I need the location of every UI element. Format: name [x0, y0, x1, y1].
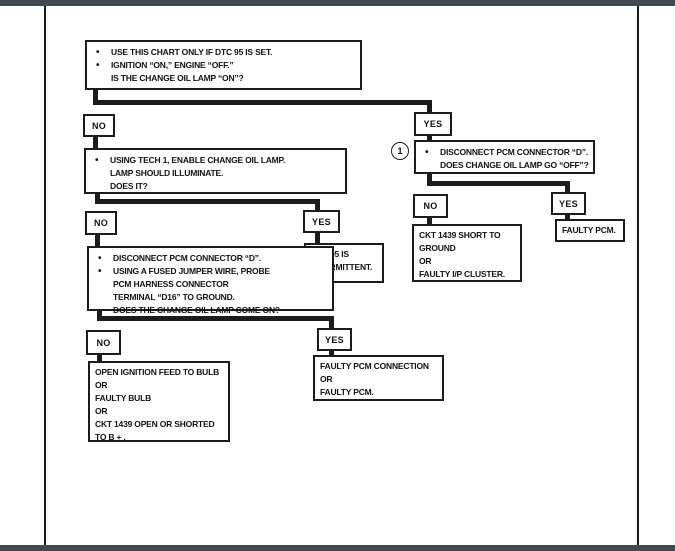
flow-text-line: INTERMITTENT.: [311, 262, 373, 272]
connector-line: [427, 136, 432, 141]
connector-line: [315, 233, 320, 244]
flow-text-line: PCM HARNESS CONNECTOR: [113, 279, 229, 289]
flow-text-line: CKT 1439 SHORT TO: [419, 230, 501, 240]
connector-line: [95, 235, 100, 247]
connector-line: [97, 355, 102, 362]
connector-line: [93, 90, 98, 103]
flow-text-line: FAULTY PCM.: [562, 225, 616, 235]
connector-line: [427, 218, 432, 225]
flow-text-line: FAULTY BULB: [95, 393, 152, 403]
flow-text-line: DISCONNECT PCM CONNECTOR “D”.: [425, 146, 589, 159]
flow-text-line: USING A FUSED JUMPER WIRE, PROBE: [98, 265, 328, 278]
flow-text-line: LAMP SHOULD ILLUMINATE.: [110, 168, 224, 178]
connector-line: [427, 100, 432, 112]
flow-node-faulty-pcm: FAULTY PCM.: [555, 219, 625, 242]
connector-line: [329, 350, 334, 356]
flow-text-line: GROUND: [419, 243, 456, 253]
connector-line: [95, 199, 320, 204]
flow-text-line: FAULTY PCM CONNECTION: [320, 361, 429, 371]
flow-text-line: OR: [95, 406, 108, 416]
flow-node-open-ignition-feed: OPEN IGNITION FEED TO BULB OR FAULTY BUL…: [88, 361, 230, 442]
flow-text-line: DOES IT?: [110, 181, 148, 191]
connector-line: [427, 173, 432, 184]
flow-text-line: FAULTY PCM.: [320, 387, 374, 397]
decision-no-4: NO: [86, 330, 121, 355]
page-left-rule: [44, 6, 46, 545]
connector-line: [565, 181, 570, 192]
flow-node-jumper-probe: DISCONNECT PCM CONNECTOR “D”. USING A FU…: [87, 246, 334, 315]
flow-node-faulty-pcm-connection: FAULTY PCM CONNECTION OR FAULTY PCM.: [313, 355, 444, 401]
connector-line: [565, 215, 570, 220]
flow-node-start: USE THIS CHART ONLY IF DTC 95 IS SET. IG…: [85, 40, 362, 90]
flow-text-line: TERMINAL “D16” TO GROUND.: [113, 292, 235, 302]
page-right-rule: [637, 6, 639, 545]
decision-yes-4: YES: [317, 328, 352, 351]
flow-text-line: OR: [419, 256, 432, 266]
page-bottom-rule: [0, 545, 675, 551]
flow-text-line: OR: [320, 374, 333, 384]
flow-text-line: DOES CHANGE OIL LAMP GO “OFF”?: [440, 160, 589, 170]
flow-text-line: CKT 1439 OPEN OR SHORTED: [95, 419, 215, 429]
connector-line: [97, 316, 334, 321]
connector-line: [93, 100, 432, 105]
connector-line: [329, 316, 334, 329]
flow-node-ckt1439-short: CKT 1439 SHORT TO GROUND OR FAULTY I/P C…: [412, 224, 522, 282]
flow-node-disconnect-d: DISCONNECT PCM CONNECTOR “D”. DOES CHANG…: [414, 140, 595, 174]
decision-no-2: NO: [413, 194, 448, 218]
connector-line: [97, 310, 102, 321]
flow-node-tech1-test: USING TECH 1, ENABLE CHANGE OIL LAMP. LA…: [84, 148, 347, 194]
flow-text-line: OR: [95, 380, 108, 390]
decision-no-1: NO: [83, 114, 115, 137]
flow-text-line: DISCONNECT PCM CONNECTOR “D”.: [98, 252, 328, 265]
decision-yes-3: YES: [303, 210, 340, 233]
circle-reference-1: 1: [391, 142, 409, 160]
decision-yes-2: YES: [551, 192, 586, 215]
decision-no-3: NO: [85, 211, 117, 235]
connector-line: [93, 137, 98, 149]
flow-text-line: OPEN IGNITION FEED TO BULB: [95, 367, 220, 377]
page-top-rule: [0, 0, 675, 6]
flow-text-line: IGNITION “ON,” ENGINE “OFF.”: [96, 59, 356, 72]
flow-text-line: FAULTY I/P CLUSTER.: [419, 269, 505, 279]
decision-yes-1: YES: [414, 112, 452, 136]
flow-text-line: TO B + .: [95, 432, 126, 442]
connector-line: [427, 181, 570, 186]
flow-text-line: IS THE CHANGE OIL LAMP “ON”?: [111, 73, 244, 83]
flow-text-line: DOES THE CHANGE OIL LAMP COME ON?: [113, 305, 280, 315]
flow-text-line: USING TECH 1, ENABLE CHANGE OIL LAMP.: [95, 154, 341, 167]
connector-line: [315, 199, 320, 211]
flow-text-line: USE THIS CHART ONLY IF DTC 95 IS SET.: [96, 46, 356, 59]
